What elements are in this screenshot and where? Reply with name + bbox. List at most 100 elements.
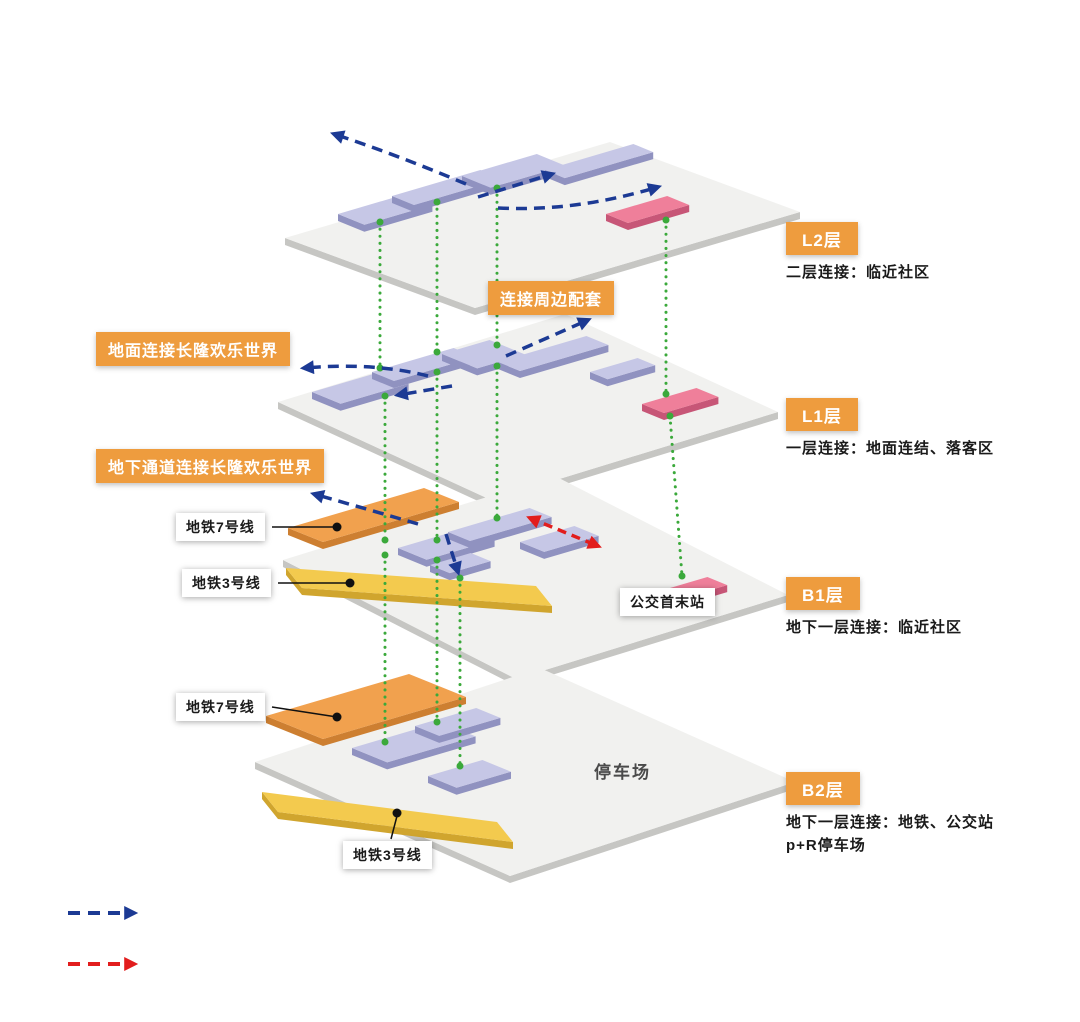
connector-node [433, 556, 441, 564]
building-block [462, 154, 566, 188]
connector-node [666, 412, 674, 420]
leader-metro7-b2 [271, 706, 338, 718]
building-block-side [462, 165, 566, 195]
level-tag-l2-desc: 二层连接：临近社区 [786, 262, 931, 285]
l1-flow-arrow-left-down [393, 384, 453, 401]
building-block [428, 760, 511, 788]
connector-nodes [376, 184, 686, 770]
level-tag-b2-desc-line2: p+R停车场 [786, 836, 866, 854]
label-bus-terminal: 公交首末站 [620, 588, 715, 616]
connector-node [493, 341, 501, 349]
label-metro7-b1: 地铁7号线 [176, 513, 265, 541]
connector-node [678, 572, 686, 580]
station-dot-metro7-b1 [332, 522, 342, 532]
plate-l2-side [285, 212, 800, 315]
plate-l2 [285, 142, 800, 308]
flow-arrows [68, 130, 663, 971]
station-dot-metro3-b2 [392, 808, 402, 818]
building-block-side [428, 771, 511, 795]
level-tag-l1-desc: 一层连接：地面连结、落客区 [786, 438, 995, 461]
connector-node [493, 514, 501, 522]
metro7-strip-b1 [288, 488, 459, 542]
pink-building-block [642, 388, 719, 413]
building-block [415, 708, 501, 736]
connector-node [662, 216, 670, 224]
plate-b2-side [255, 762, 795, 883]
metro7-strip-b2 [266, 674, 466, 739]
label-ground-link: 地面连接长隆欢乐世界 [96, 332, 291, 366]
station-dot-metro7-b2 [332, 712, 342, 722]
level-tag-l2: L2层 二层连接：临近社区 [786, 222, 931, 285]
connector-node [381, 551, 389, 559]
b1-flow-arrow-left [309, 489, 419, 526]
level-tag-l1-badge: L1层 [786, 398, 858, 431]
metro-strips [262, 488, 552, 849]
connector-node [456, 762, 464, 770]
level-tag-b1-desc: 地下一层连接：临近社区 [786, 617, 963, 640]
building-block-side [448, 517, 552, 548]
building-block-side [415, 717, 501, 743]
label-metro3-b2: 地铁3号线 [343, 841, 432, 869]
label-parking: 停车场 [594, 763, 651, 782]
building-block [442, 340, 525, 369]
level-tag-b2-desc-line1: 地下一层连接：地铁、公交站 [786, 814, 995, 831]
connector-node [433, 718, 441, 726]
building-block-side [590, 365, 656, 387]
connector-node [433, 348, 441, 356]
metro3-strip-b1 [286, 568, 552, 606]
connector-node [381, 536, 389, 544]
level-tag-b2: B2层 地下一层连接：地铁、公交站 p+R停车场 [786, 772, 995, 857]
connector-node [456, 574, 464, 582]
l2-flow-arrow-left [330, 130, 467, 186]
plate-l1-side [278, 402, 778, 507]
connector-node [381, 738, 389, 746]
level-tag-b1-badge: B1层 [786, 577, 860, 610]
building-block [545, 144, 654, 179]
connector-node [381, 392, 389, 400]
b1-vehicle-arrow [526, 515, 602, 549]
plate-l1 [278, 314, 778, 500]
building-block-side [352, 736, 476, 770]
building-block-side [372, 357, 476, 388]
level-tag-l2-badge: L2层 [786, 222, 858, 255]
label-leaders [271, 522, 402, 840]
building-block-side [545, 152, 654, 186]
label-connect-surrounding: 连接周边配套 [488, 281, 615, 315]
connector-node [662, 390, 670, 398]
building-blocks [312, 144, 728, 795]
l1-flow-arrow-surrounding [505, 317, 592, 358]
metro3-strip-b1-side [286, 568, 552, 613]
level-tag-b2-desc: 地下一层连接：地铁、公交站 p+R停车场 [786, 812, 995, 857]
building-block-side [312, 383, 409, 411]
building-block [498, 336, 609, 371]
metro3-strip-b2 [262, 792, 513, 842]
level-tag-b2-badge: B2层 [786, 772, 860, 805]
pink-building-block-side [606, 205, 690, 230]
building-block-side [398, 539, 495, 567]
label-metro7-b2: 地铁7号线 [176, 693, 265, 721]
leader-metro3-b2 [390, 815, 398, 840]
b1-flow-arrow-down [444, 533, 462, 577]
l2-flow-arrow-mid [477, 170, 557, 199]
station-dot-metro3-b1 [345, 578, 355, 588]
connector-node [376, 218, 384, 226]
pink-building-block [606, 196, 690, 223]
connector-node [433, 368, 441, 376]
plate-b1 [283, 476, 788, 679]
connector-line [668, 414, 684, 578]
level-tag-b1: B1层 地下一层连接：临近社区 [786, 577, 963, 640]
building-block-side [520, 535, 599, 559]
building-block [590, 358, 656, 380]
label-metro3-b1: 地铁3号线 [182, 569, 271, 597]
label-underground-link: 地下通道连接长隆欢乐世界 [96, 449, 325, 483]
vertical-connectors [378, 186, 684, 768]
connector-node [433, 198, 441, 206]
building-block-side [338, 204, 433, 232]
level-tag-l1: L1层 一层连接：地面连结、落客区 [786, 398, 995, 461]
building-block [448, 508, 552, 541]
metro3-strip-b2-side [262, 792, 513, 849]
connector-node [433, 536, 441, 544]
pink-building-block-side [642, 397, 719, 420]
